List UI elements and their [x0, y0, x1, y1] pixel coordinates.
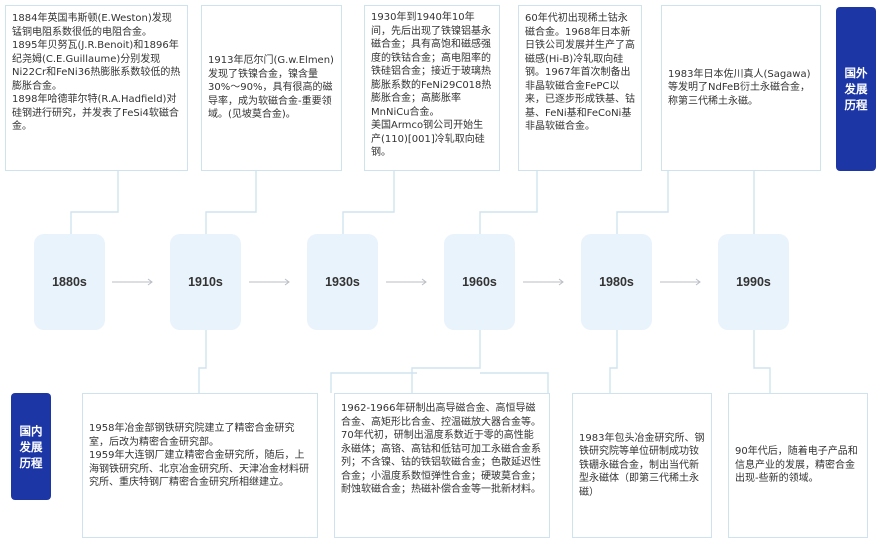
intl-event-1980s: 1983年日本佐川真人(Sagawa)等发明了NdFeB衍土永磁合金，称第三代稀…	[661, 5, 821, 171]
international-history-tag: 国外 发展 历程	[836, 7, 876, 171]
domestic-event-1958: 1958年冶金部钢铁研究院建立了精密合金研究室，后改为精密合金研究部。 1959…	[82, 393, 318, 538]
era-node-1910s: 1910s	[170, 234, 241, 330]
intl-event-1910s: 1913年厄尔门(G.w.Elmen)发现了铁镍合金，镍含量30%～90%，具有…	[201, 5, 342, 171]
intl-event-1880s: 1884年英国韦斯顿(E.Weston)发现锰铜电阻系数很低的电阻合金。 189…	[5, 5, 188, 171]
era-node-1960s: 1960s	[444, 234, 515, 330]
domestic-history-tag: 国内 发展 历程	[11, 393, 51, 500]
domestic-event-1962: 1962-1966年研制出高导磁合金、高恒导磁合金、高矩形比合金、控温磁放大器合…	[334, 393, 550, 538]
era-node-1880s: 1880s	[34, 234, 105, 330]
era-node-1930s: 1930s	[307, 234, 378, 330]
intl-event-1930s: 1930年到1940年10年间，先后出现了铁镍铝基永磁合金；具有高饱和磁感强度的…	[364, 5, 500, 171]
domestic-event-1990s: 90年代后，随着电子产品和信息产业的发展，精密合金出现-些新的领域。	[728, 393, 868, 538]
era-node-1990s: 1990s	[718, 234, 789, 330]
domestic-event-1983: 1983年包头冶金研究所、钢铁研究院等单位研制成功钕铁硼永磁合金，制出当代新型永…	[572, 393, 712, 538]
intl-event-1960s: 60年代初出现稀土钴永磁合金。1968年日本新日铁公司发展并生产了高磁感(Hi-…	[518, 5, 642, 171]
era-node-1980s: 1980s	[581, 234, 652, 330]
